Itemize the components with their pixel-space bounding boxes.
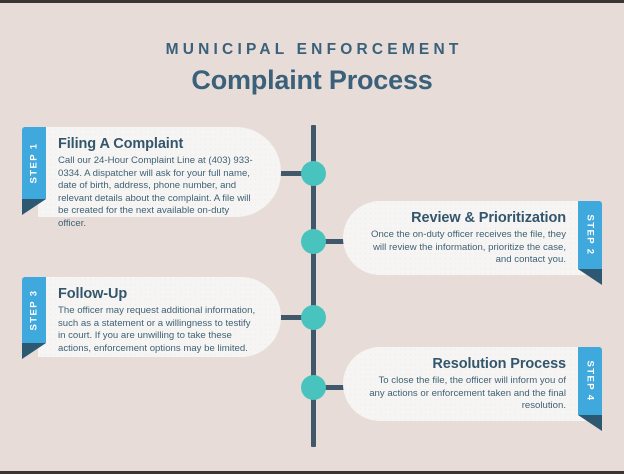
step-body-1: Call our 24-Hour Complaint Line at (403)…: [58, 155, 253, 229]
timeline-node-1: [301, 161, 326, 186]
connector-stub-4: [311, 385, 356, 390]
step-tab-label-3: STEP 3: [28, 289, 40, 331]
step-tab-label-1: STEP 1: [28, 142, 40, 184]
step-tab-fold-4: [578, 415, 602, 431]
timeline-node-4: [301, 375, 326, 400]
step-tab-fold-1: [22, 199, 46, 215]
page-header: MUNICIPAL ENFORCEMENT Complaint Process: [0, 41, 624, 96]
step-heading-2: Review & Prioritization: [411, 210, 566, 226]
step-card-1: Filing A Complaint Call our 24-Hour Comp…: [38, 127, 281, 229]
step-card-2: Review & Prioritization Once the on-duty…: [343, 201, 586, 275]
eyebrow-text: MUNICIPAL ENFORCEMENT: [165, 41, 463, 58]
step-heading-3: Follow-Up: [58, 286, 128, 302]
step-body-2: Once the on-duty officer receives the fi…: [371, 229, 566, 266]
step-tab-3[interactable]: STEP 3: [22, 277, 46, 343]
step-heading-1: Filing A Complaint: [58, 136, 184, 152]
page-title: Complaint Process: [191, 65, 433, 95]
connector-stub-1: [268, 171, 313, 176]
step-body-3: The officer may request additional infor…: [58, 305, 256, 354]
connector-stub-2: [311, 239, 356, 244]
timeline-node-3: [301, 305, 326, 330]
step-tab-label-4: STEP 4: [584, 360, 596, 402]
step-tab-1[interactable]: STEP 1: [22, 127, 46, 199]
step-tab-fold-2: [578, 269, 602, 285]
step-tab-2[interactable]: STEP 2: [578, 201, 602, 269]
step-card-3: Follow-Up The officer may request additi…: [38, 277, 281, 357]
step-tab-label-2: STEP 2: [584, 214, 596, 256]
timeline-spine: [311, 125, 316, 447]
step-card-4: Resolution Process To close the file, th…: [343, 347, 586, 421]
step-body-4: To close the file, the officer will info…: [369, 375, 566, 412]
step-heading-4: Resolution Process: [432, 356, 566, 372]
connector-stub-3: [268, 315, 313, 320]
timeline-node-2: [301, 229, 326, 254]
step-tab-fold-3: [22, 343, 46, 359]
step-tab-4[interactable]: STEP 4: [578, 347, 602, 415]
